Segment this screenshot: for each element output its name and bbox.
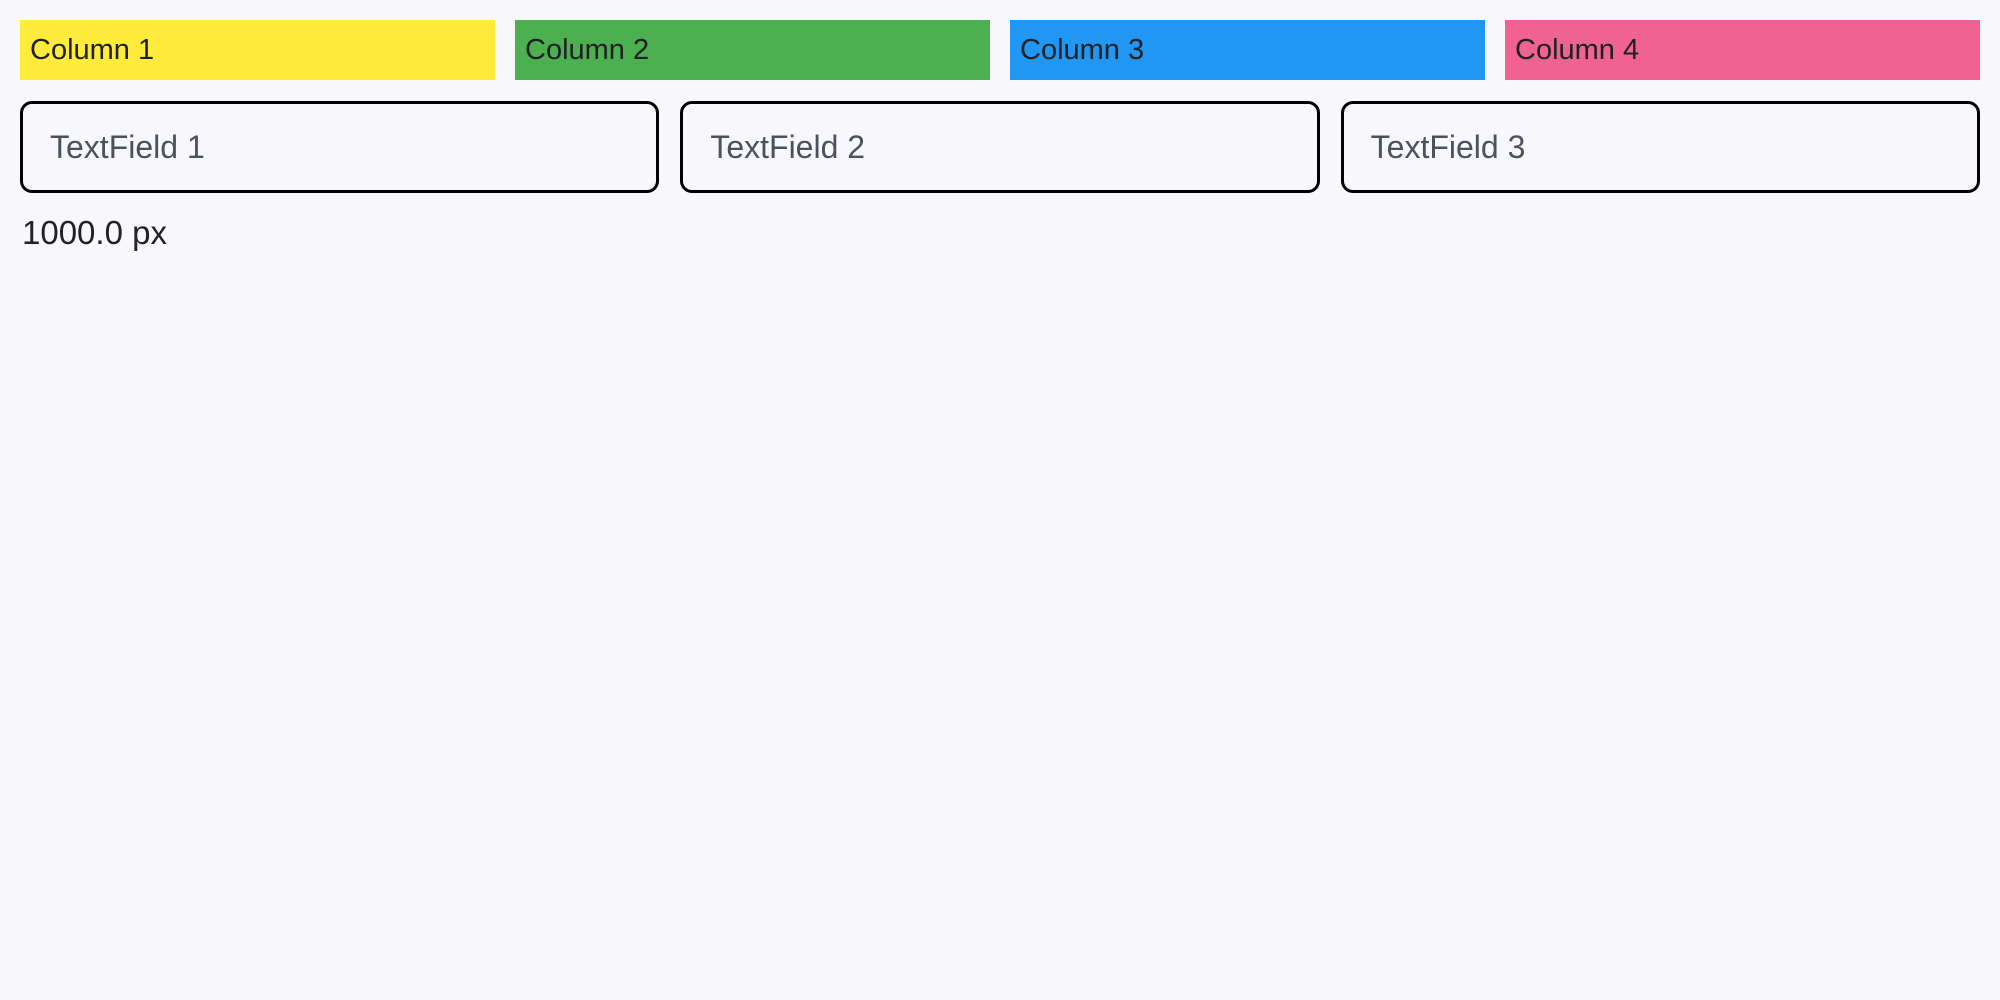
column-bar-4-label: Column 4: [1515, 33, 1640, 66]
column-bar-2-label: Column 2: [525, 33, 650, 66]
column-bar-2: Column 2: [515, 20, 990, 80]
columns-row: Column 1 Column 2 Column 3 Column 4: [20, 20, 1980, 80]
textfield-1-input[interactable]: [23, 104, 657, 190]
column-bar-1-label: Column 1: [30, 33, 155, 66]
column-bar-3: Column 3: [1010, 20, 1485, 80]
textfield-2-input[interactable]: [683, 104, 1317, 190]
textfield-1-box: [20, 101, 660, 193]
textfields-row: [20, 101, 1980, 193]
textfield-2-box: [680, 101, 1320, 193]
textfield-3-box: [1340, 101, 1980, 193]
column-bar-1: Column 1: [20, 20, 495, 80]
textfield-3-input[interactable]: [1343, 104, 1977, 190]
column-bar-4: Column 4: [1505, 20, 1980, 80]
column-bar-3-label: Column 3: [1020, 33, 1145, 66]
viewport-width-label: 1000.0 px: [22, 214, 167, 251]
